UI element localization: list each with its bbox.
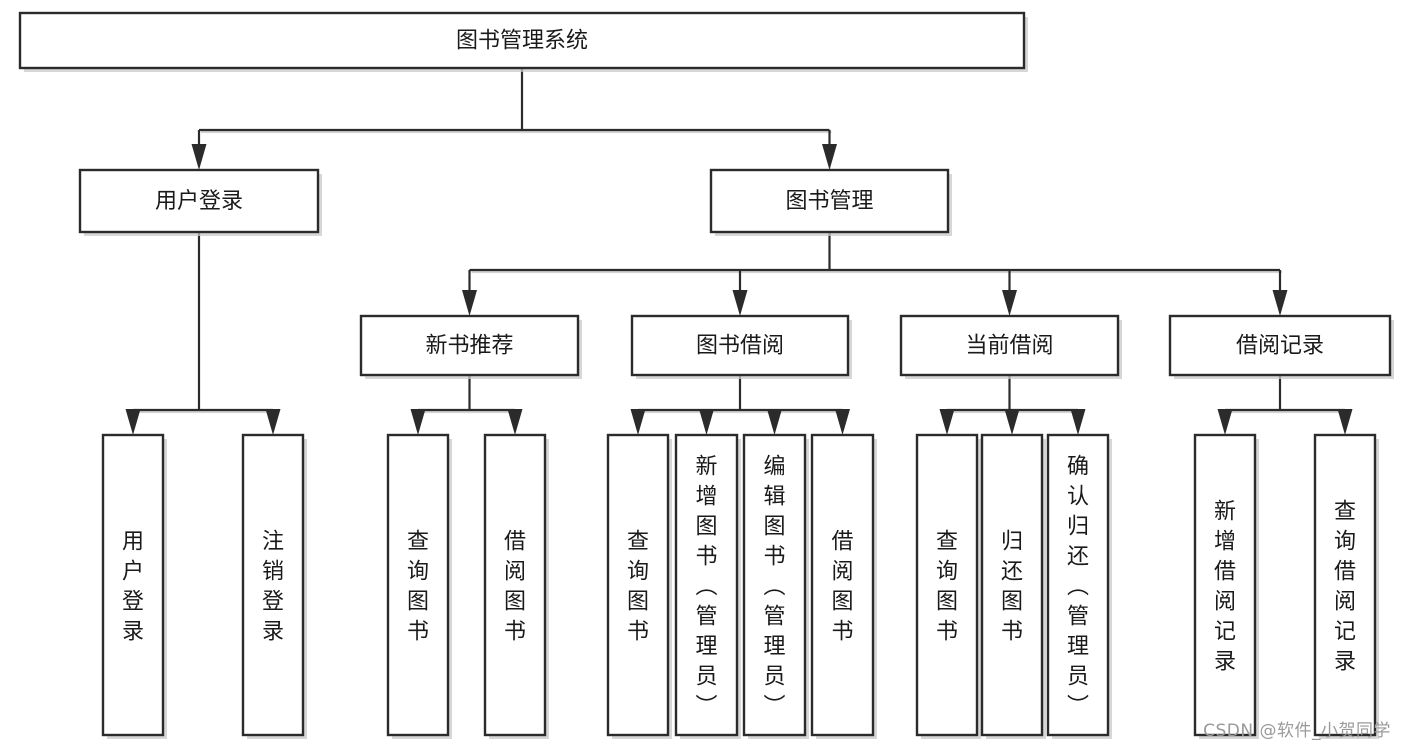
arrow-head-icon [630, 409, 646, 435]
node-box[interactable] [709, 168, 950, 234]
node-label: 查询图书 [936, 529, 958, 644]
arrow-head-icon [699, 409, 714, 435]
node-user_login[interactable]: 用户登录 [78, 168, 322, 236]
arrow-head-icon [410, 409, 426, 435]
connector-group [125, 232, 281, 435]
node-label: 图书借阅 [696, 334, 784, 359]
node-box[interactable] [241, 433, 305, 737]
node-label: 借阅图书 [831, 529, 853, 644]
arrow-head-icon [507, 409, 523, 435]
arrow-head-icon [191, 144, 207, 170]
node-leaf_borrow_book_1[interactable]: 借阅图书 [483, 433, 549, 739]
node-label: 图书管理 [785, 189, 873, 214]
node-box[interactable] [78, 168, 320, 234]
node-box[interactable] [674, 433, 739, 737]
node-label: 确认归还︵管理员︶ [1067, 454, 1089, 719]
node-label: 图书管理系统 [456, 29, 588, 54]
node-box[interactable] [915, 433, 979, 737]
node-label: 归还图书 [1001, 529, 1023, 644]
connector-layer [125, 68, 1353, 435]
node-leaf_query_record[interactable]: 查询借阅记录 [1313, 433, 1379, 739]
arrow-head-icon [462, 290, 477, 316]
node-leaf_query_book_2[interactable]: 查询图书 [606, 433, 672, 739]
node-label: 用户登录 [155, 189, 243, 214]
node-leaf_confirm_return[interactable]: 确认归还︵管理员︶ [1046, 433, 1112, 739]
node-box-layer: 图书管理系统用户登录图书管理新书推荐图书借阅当前借阅借阅记录用户登录注销登录查询… [18, 11, 1394, 739]
node-box[interactable] [899, 314, 1120, 377]
node-box[interactable] [980, 433, 1044, 737]
node-book_manage[interactable]: 图书管理 [709, 168, 952, 236]
arrow-head-icon [1272, 290, 1288, 316]
node-label: 注销登录 [262, 529, 284, 644]
node-leaf_query_book_1[interactable]: 查询图书 [386, 433, 452, 739]
node-leaf_user_login[interactable]: 用户登录 [101, 433, 167, 739]
node-label: 查询图书 [627, 529, 649, 644]
node-leaf_add_book[interactable]: 新增图书︵管理员︶ [674, 433, 741, 739]
csdn-watermark: CSDN @软件_小贺同学 [1203, 721, 1391, 741]
node-box[interactable] [1046, 433, 1110, 737]
node-box[interactable] [630, 314, 850, 377]
arrow-head-icon [767, 409, 782, 435]
node-box[interactable] [483, 433, 547, 737]
arrow-head-icon [265, 409, 281, 435]
node-label: 新增借阅记录 [1214, 499, 1236, 674]
node-label: 用户登录 [122, 529, 144, 644]
node-leaf_logout[interactable]: 注销登录 [241, 433, 307, 739]
connector-group [1217, 375, 1353, 435]
connector-group [191, 68, 837, 170]
arrow-head-icon [732, 290, 748, 316]
node-label: 当前借阅 [965, 334, 1053, 359]
arrow-head-icon [1002, 290, 1017, 316]
arrow-head-icon [1337, 409, 1353, 435]
node-box[interactable] [359, 314, 580, 377]
arrow-head-icon [939, 409, 955, 435]
node-new_book_rec[interactable]: 新书推荐 [359, 314, 582, 379]
arrow-head-icon [835, 409, 850, 435]
node-box[interactable] [18, 11, 1026, 70]
node-leaf_query_book_3[interactable]: 查询图书 [915, 433, 981, 739]
connector-group [410, 375, 523, 435]
node-label: 借阅记录 [1236, 334, 1324, 359]
node-book_borrow[interactable]: 图书借阅 [630, 314, 852, 379]
node-borrow_record[interactable]: 借阅记录 [1168, 314, 1394, 379]
node-box[interactable] [810, 433, 875, 737]
connector-group [462, 232, 1288, 316]
node-label: 查询图书 [407, 529, 429, 644]
node-label: 借阅图书 [504, 529, 526, 644]
node-box[interactable] [1168, 314, 1392, 377]
node-label: 新增图书︵管理员︶ [695, 454, 717, 719]
node-box[interactable] [606, 433, 670, 737]
node-leaf_borrow_book_2[interactable]: 借阅图书 [810, 433, 877, 739]
arrow-head-icon [1004, 409, 1020, 435]
arrow-head-icon [1070, 409, 1086, 435]
node-box[interactable] [742, 433, 807, 737]
node-box[interactable] [386, 433, 450, 737]
node-label: 编辑图书︵管理员︶ [763, 454, 785, 719]
node-leaf_return_book[interactable]: 归还图书 [980, 433, 1046, 739]
node-leaf_add_record[interactable]: 新增借阅记录 [1193, 433, 1259, 739]
node-box[interactable] [101, 433, 165, 737]
node-box[interactable] [1313, 433, 1377, 737]
node-root[interactable]: 图书管理系统 [18, 11, 1028, 72]
arrow-head-icon [822, 144, 837, 170]
node-label: 新书推荐 [425, 334, 513, 359]
connector-group [939, 375, 1086, 435]
arrow-head-icon [1217, 409, 1233, 435]
connector-group [630, 375, 850, 435]
node-box[interactable] [1193, 433, 1257, 737]
node-leaf_edit_book[interactable]: 编辑图书︵管理员︶ [742, 433, 809, 739]
node-current_borrow[interactable]: 当前借阅 [899, 314, 1122, 379]
node-label: 查询借阅记录 [1334, 499, 1356, 674]
arrow-head-icon [125, 409, 141, 435]
